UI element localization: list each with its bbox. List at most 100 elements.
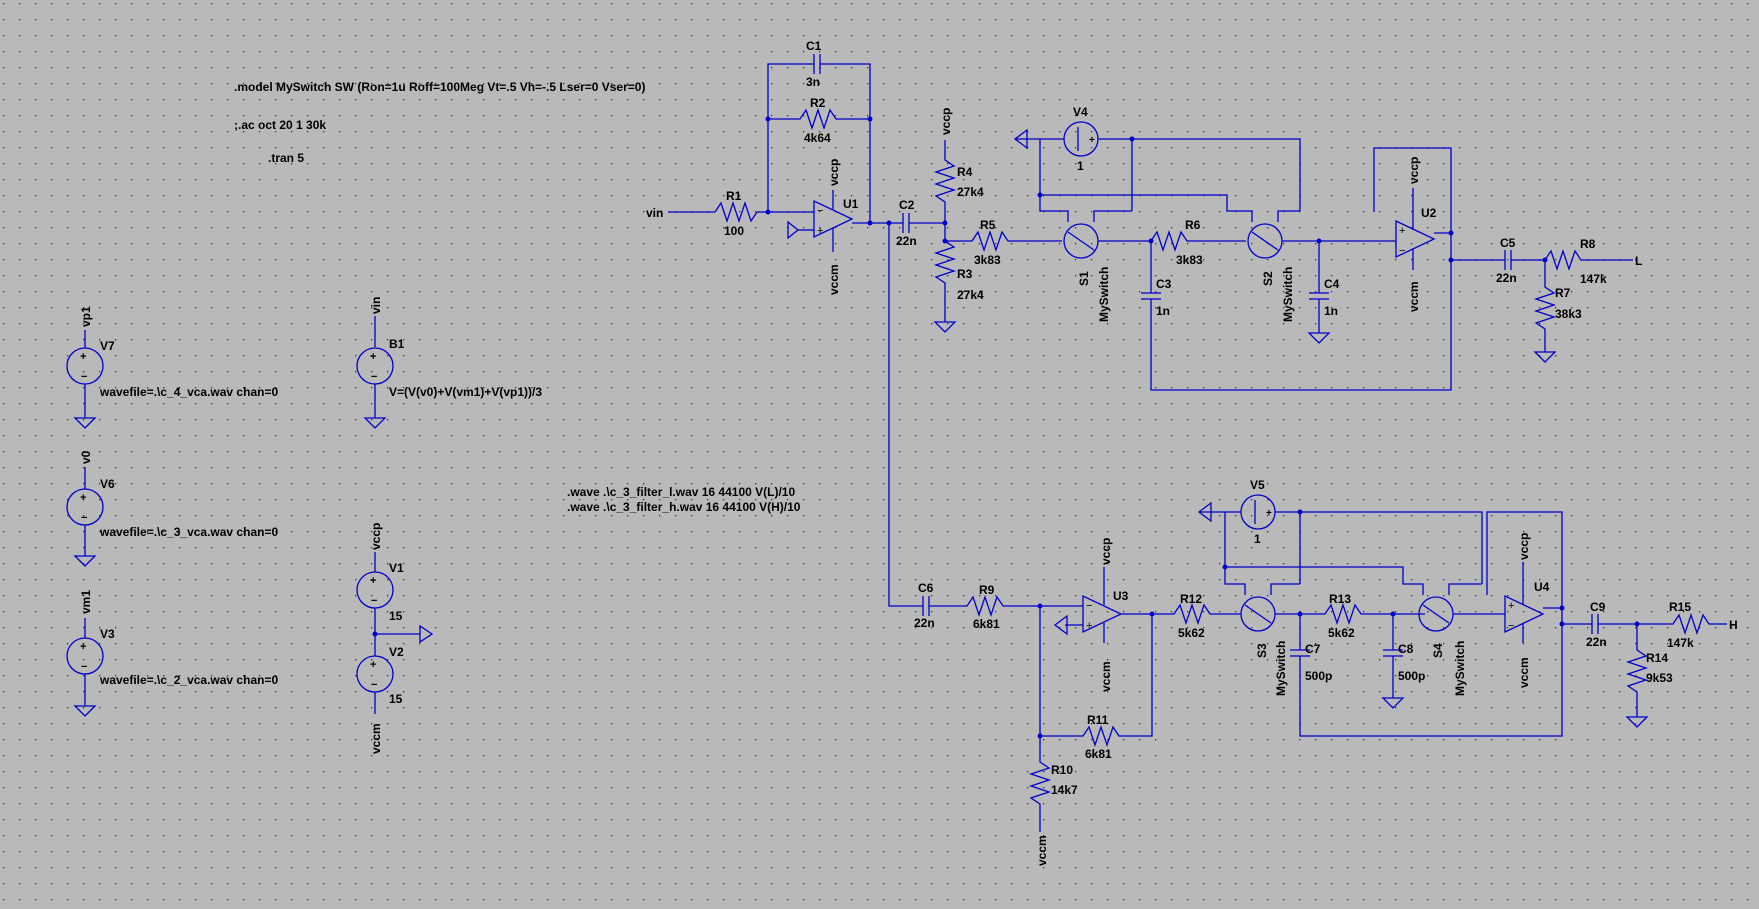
r14-label: R14 (1646, 651, 1668, 665)
net-label-vin-b1: vin (369, 297, 383, 314)
r12-value: 5k62 (1178, 626, 1205, 640)
u1-vccm: vccm (827, 264, 841, 295)
svg-text:+: + (370, 351, 376, 363)
svg-text:+: + (817, 225, 823, 237)
u4-vccp: vccp (1517, 533, 1531, 560)
v2-value: 15 (389, 692, 403, 706)
c6-value: 22n (914, 616, 935, 630)
net-label-vccp-supply: vccp (369, 523, 383, 550)
net-label-H: H (1729, 618, 1738, 632)
r2-label: R2 (810, 96, 826, 110)
r10-value: 14k7 (1051, 783, 1078, 797)
c3-label: C3 (1156, 277, 1172, 291)
bias-network: C2 22n vccp R4 27k4 R3 27k4 R5 3k83 (888, 108, 1062, 607)
b1-source: vin + − B1 V=(V(v0)+V(vm1)+V(vp1))/3 (356, 297, 542, 429)
svg-text:+: + (80, 492, 86, 504)
v7-label: V7 (100, 339, 115, 353)
svg-text:−: − (81, 512, 87, 524)
r15-value: 147k (1667, 636, 1694, 650)
u1-label: U1 (843, 197, 859, 211)
svg-text:+: + (80, 351, 86, 363)
r14-value: 9k53 (1646, 671, 1673, 685)
svg-text:−: − (817, 205, 823, 217)
r3-label: R3 (957, 267, 973, 281)
s2-model: MySwitch (1281, 267, 1295, 322)
ac-directive[interactable]: ;.ac oct 20 1 30k (234, 118, 326, 132)
u2-vccm: vccm (1407, 281, 1421, 312)
svg-text:−: − (371, 595, 377, 607)
svg-text:+: + (1086, 620, 1092, 632)
upper-filter: S1 MySwitch R6 3k83 S2 MySwitch + V4 1 C… (1013, 105, 1642, 391)
r4-vccp: vccp (939, 108, 953, 135)
svg-text:+: + (1508, 600, 1514, 612)
v4-value: 1 (1077, 159, 1084, 173)
c6-label: C6 (918, 581, 934, 595)
s3-label: S3 (1255, 643, 1269, 658)
r8-value: 147k (1580, 272, 1607, 286)
c9-label: C9 (1590, 600, 1606, 614)
u2-label: U2 (1421, 206, 1437, 220)
u4-vccm: vccm (1517, 657, 1531, 688)
wave-l-directive[interactable]: .wave .\c_3_filter_l.wav 16 44100 V(L)/1… (567, 485, 795, 499)
v3-value: wavefile=.\c_2_vca.wav chan=0 (99, 673, 278, 687)
svg-text:+: + (1266, 508, 1272, 519)
lower-input: C6 22n R9 6k81 − + U3 vccp vccm R11 6k81… (914, 538, 1241, 866)
r1-value: 100 (724, 224, 744, 238)
v6-value: wavefile=.\c_3_vca.wav chan=0 (99, 525, 278, 539)
s2-label: S2 (1261, 271, 1275, 286)
supply-sources: vccp + − V1 15 + − V2 15 vccm (356, 523, 434, 754)
svg-text:+: + (1089, 135, 1095, 146)
svg-text:−: − (1086, 600, 1092, 612)
c5-label: C5 (1500, 236, 1516, 250)
svg-text:+: + (1399, 225, 1405, 237)
c7-value: 500p (1305, 669, 1332, 683)
svg-text:−: − (81, 371, 87, 383)
v5-value: 1 (1254, 532, 1261, 546)
u3-vccm: vccm (1099, 661, 1113, 692)
input-stage: vin R1 100 C1 3n R2 4k64 − + U1 vccp vcc… (646, 39, 903, 295)
model-directive[interactable]: .model MySwitch SW (Ron=1u Roff=100Meg V… (234, 80, 645, 94)
svg-text:−: − (81, 661, 87, 673)
r11-value: 6k81 (1085, 747, 1112, 761)
c4-label: C4 (1324, 277, 1340, 291)
svg-text:−: − (371, 679, 377, 691)
c1-label: C1 (806, 39, 822, 53)
v1-label: V1 (389, 561, 404, 575)
r8-label: R8 (1580, 237, 1596, 251)
net-label-vm1: vm1 (79, 590, 93, 614)
net-label-L: L (1635, 254, 1642, 268)
r9-value: 6k81 (973, 617, 1000, 631)
u3-label: U3 (1113, 589, 1129, 603)
r11-label: R11 (1087, 713, 1109, 727)
c5-value: 22n (1496, 271, 1517, 285)
wave-h-directive[interactable]: .wave .\c_3_filter_h.wav 16 44100 V(H)/1… (567, 500, 801, 514)
v4-label: V4 (1073, 105, 1088, 119)
svg-text:+: + (80, 641, 86, 653)
v3-label: V3 (100, 627, 115, 641)
r7-value: 38k3 (1555, 307, 1582, 321)
c2-label: C2 (899, 198, 915, 212)
s4-model: MySwitch (1453, 641, 1467, 696)
u2-vccp: vccp (1407, 157, 1421, 184)
r5-label: R5 (980, 218, 996, 232)
r13-label: R13 (1329, 592, 1351, 606)
c4-value: 1n (1324, 304, 1338, 318)
c9-value: 22n (1586, 635, 1607, 649)
c2-value: 22n (896, 234, 917, 248)
svg-text:−: − (1399, 245, 1405, 257)
r10-label: R10 (1051, 763, 1073, 777)
r9-label: R9 (979, 583, 995, 597)
b1-value: V=(V(v0)+V(vm1)+V(vp1))/3 (389, 385, 542, 399)
tran-directive[interactable]: .tran 5 (268, 151, 304, 165)
r13-value: 5k62 (1328, 626, 1355, 640)
v7-value: wavefile=.\c_4_vca.wav chan=0 (99, 385, 278, 399)
net-label-vin-input: vin (646, 206, 663, 220)
r6-label: R6 (1185, 218, 1201, 232)
r2-value: 4k64 (804, 131, 831, 145)
svg-text:−: − (1508, 620, 1514, 632)
v6-label: V6 (100, 477, 115, 491)
u4-label: U4 (1534, 580, 1550, 594)
c8-value: 500p (1398, 669, 1425, 683)
r10-vccm: vccm (1035, 835, 1049, 866)
